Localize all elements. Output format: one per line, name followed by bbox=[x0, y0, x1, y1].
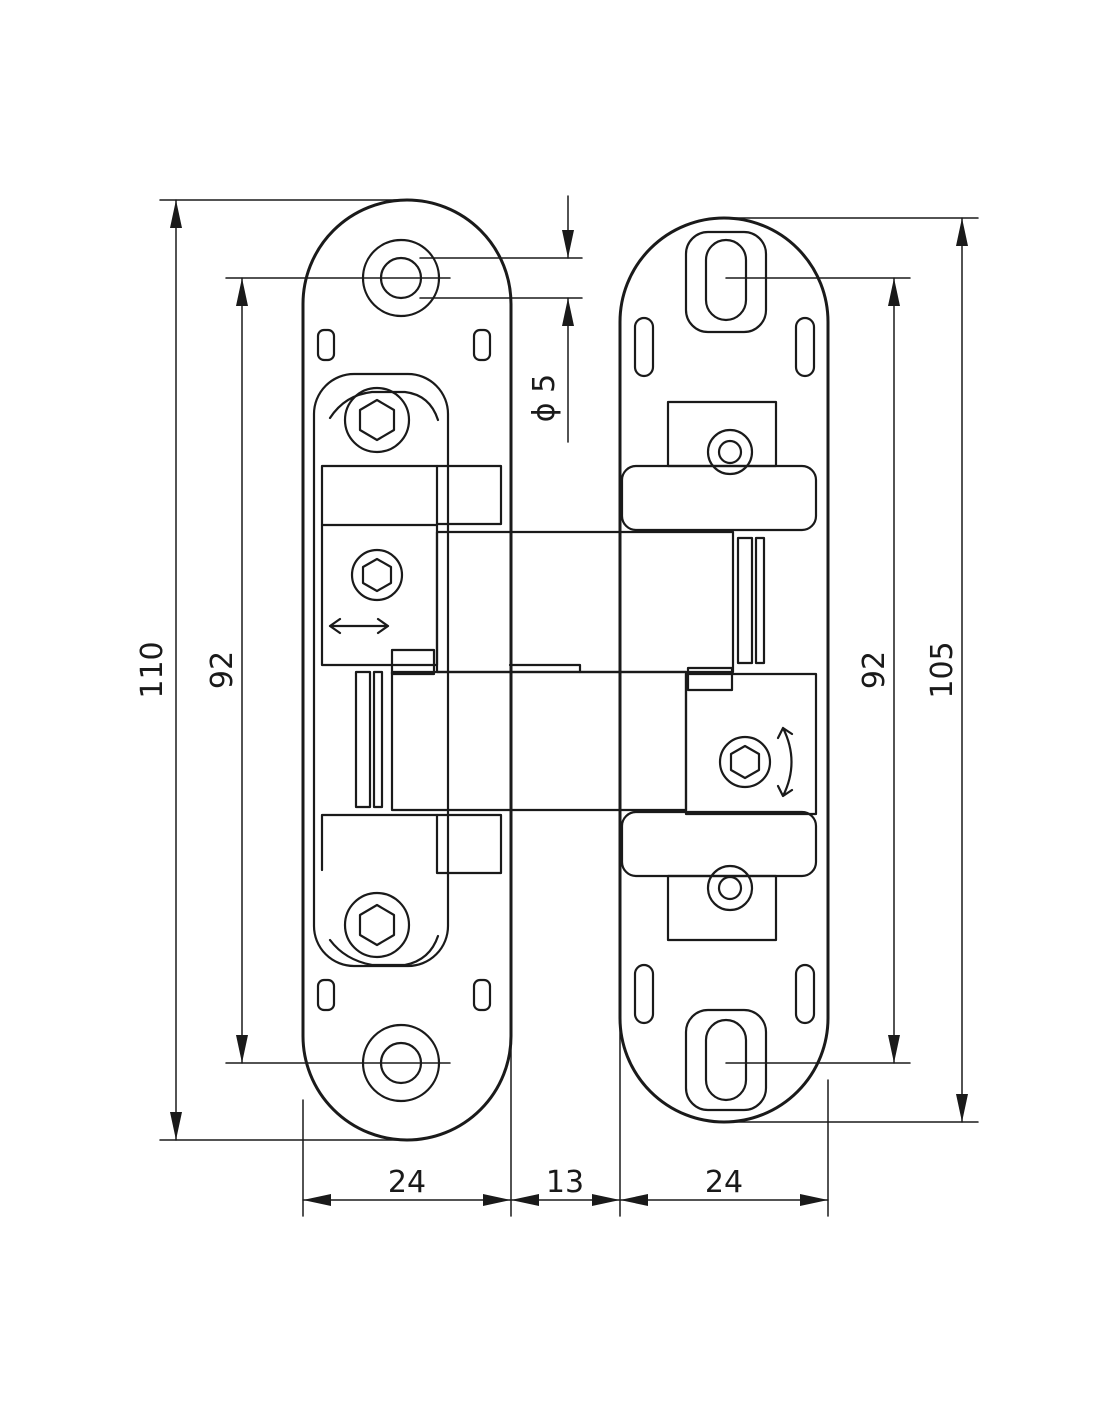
link-joint bbox=[508, 663, 582, 674]
right-hinge-body bbox=[618, 216, 830, 1124]
right-adjust-block bbox=[684, 672, 818, 816]
horizontal-adjust-arrow-icon bbox=[328, 617, 390, 635]
left-slot bbox=[316, 978, 336, 1012]
arrowhead bbox=[562, 230, 574, 258]
rotate-adjust-arrow-icon bbox=[776, 726, 794, 798]
right-side-slot bbox=[794, 316, 816, 378]
right-link-tab bbox=[686, 666, 734, 692]
right-lower-block bbox=[620, 810, 818, 878]
right-pin bbox=[754, 536, 766, 665]
left-top-cam bbox=[328, 390, 440, 422]
left-lower-edge bbox=[320, 813, 439, 872]
left-upper-edge bbox=[320, 464, 439, 527]
left-plate-outline bbox=[301, 198, 513, 1142]
dim-label-92-left: 92 bbox=[205, 651, 240, 689]
arrowhead bbox=[483, 1194, 511, 1206]
right-bottom-slot bbox=[704, 1018, 748, 1102]
arrowhead bbox=[303, 1194, 331, 1206]
right-side-slot bbox=[633, 963, 655, 1025]
arrowhead bbox=[236, 278, 248, 306]
dim-label-phi5: ϕ 5 bbox=[527, 374, 562, 422]
right-upper-bracket bbox=[666, 400, 778, 468]
arrowhead bbox=[888, 1035, 900, 1063]
arrowhead bbox=[236, 1035, 248, 1063]
right-upper-pin-ring bbox=[706, 428, 754, 476]
dim-label-24-right: 24 bbox=[705, 1165, 743, 1200]
right-depth-screw bbox=[718, 735, 772, 789]
dim-label-92-right: 92 bbox=[857, 651, 892, 689]
left-top-screw-head bbox=[343, 386, 411, 454]
left-slot bbox=[316, 328, 336, 362]
right-top-slot bbox=[704, 238, 748, 322]
left-pin bbox=[372, 670, 384, 809]
left-bottom-cam bbox=[328, 934, 440, 967]
right-side-slot bbox=[794, 963, 816, 1025]
left-upper-block bbox=[320, 523, 439, 667]
right-side-slot bbox=[633, 316, 655, 378]
left-lateral-screw bbox=[350, 548, 404, 602]
hex-socket-icon bbox=[358, 398, 396, 442]
left-slot bbox=[472, 328, 492, 362]
right-upper-pin bbox=[717, 439, 743, 465]
right-plate-outline bbox=[618, 216, 830, 1124]
right-pin bbox=[736, 536, 754, 665]
arrowhead bbox=[620, 1194, 648, 1206]
dimension-lines: 110 92 92 105 ϕ 5 bbox=[135, 195, 979, 1217]
left-inner-pocket bbox=[312, 372, 450, 968]
left-bottom-screw-head bbox=[343, 891, 411, 959]
right-lower-pin bbox=[717, 875, 743, 901]
left-pin bbox=[354, 670, 372, 809]
arrowhead bbox=[562, 298, 574, 326]
dim-label-110: 110 bbox=[135, 641, 170, 698]
arrowhead bbox=[800, 1194, 828, 1206]
right-upper-block bbox=[620, 464, 818, 532]
dim-label-24-left: 24 bbox=[388, 1165, 426, 1200]
arrowhead bbox=[170, 200, 182, 228]
arrowhead bbox=[592, 1194, 620, 1206]
right-lower-pin-ring bbox=[706, 864, 754, 912]
dim-label-105: 105 bbox=[925, 641, 960, 698]
dim-label-13: 13 bbox=[546, 1165, 584, 1200]
upper-link-arm bbox=[435, 530, 735, 674]
central-linkage bbox=[390, 530, 735, 812]
left-lower-step bbox=[435, 813, 503, 875]
lower-link-arm bbox=[390, 670, 688, 812]
right-top-slot-surround bbox=[684, 230, 768, 334]
left-slot bbox=[472, 978, 492, 1012]
right-bottom-slot-surround bbox=[684, 1008, 768, 1112]
hex-socket-icon bbox=[358, 903, 396, 947]
arrowhead bbox=[956, 1094, 968, 1122]
arrowhead bbox=[956, 218, 968, 246]
hex-socket-icon bbox=[361, 557, 393, 593]
hex-socket-icon bbox=[729, 744, 761, 780]
arrowhead bbox=[888, 278, 900, 306]
left-upper-step bbox=[435, 464, 503, 526]
arrowhead bbox=[170, 1112, 182, 1140]
left-link-tab bbox=[390, 648, 436, 676]
arrowhead bbox=[511, 1194, 539, 1206]
left-hinge-body bbox=[301, 198, 513, 1142]
